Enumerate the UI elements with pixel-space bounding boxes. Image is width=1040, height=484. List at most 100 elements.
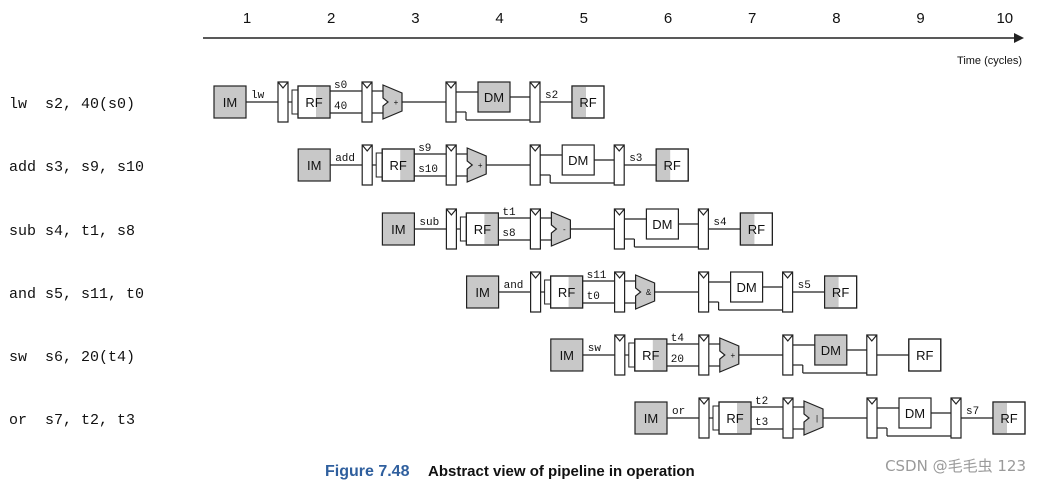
pipeline-register [782,334,794,376]
data-memory-label: DM [905,406,925,421]
register-file-read-outline [718,401,752,435]
source-register-1: t2 [755,396,768,408]
data-memory-block [477,81,511,113]
register-file-write-shade [656,149,671,181]
pipeline-register [698,334,710,376]
cycle-label: 10 [996,10,1013,27]
data-memory-block [898,397,932,429]
decode-label: or [672,406,685,418]
data-memory-label: DM [821,343,841,358]
source-register-1: s11 [587,270,607,282]
instruction-memory-label: IM [475,285,489,300]
instruction-memory-label: IM [560,348,574,363]
source-register-2: t3 [755,417,768,429]
register-file-read-shade [737,402,751,434]
pipeline-register [782,397,794,439]
instruction-memory-block [634,401,668,435]
register-file-label: RF [474,222,491,237]
register-file-read-outline [465,212,499,246]
register-file-read-shade [484,213,499,245]
pipeline-register [529,144,541,186]
data-memory-label: DM [736,280,756,295]
register-file-port [459,216,467,242]
register-file-write-shade [993,402,1007,434]
caption-text: Abstract view of pipeline in operation [428,463,695,480]
register-file-read-shade [568,276,583,308]
data-memory-label: DM [568,153,588,168]
register-file-write-label: RF [664,158,681,173]
alu-block [550,211,571,247]
cycle-label: 8 [832,10,840,27]
cycle-label: 1 [243,10,251,27]
alu-operation: + [478,161,483,170]
cycle-label: 4 [495,10,503,27]
pipeline-register [529,81,541,123]
data-memory-label: DM [652,217,672,232]
pipeline-register [361,81,373,123]
register-file-read-shade [400,149,415,181]
instruction-memory-label: IM [644,411,658,426]
register-file-write-outline [992,401,1026,435]
register-file-read-shade [316,86,330,118]
destination-register: s2 [545,90,558,102]
pipeline-register [950,397,962,439]
register-file-label: RF [726,411,743,426]
register-file-port [712,405,720,431]
cycle-label: 6 [664,10,672,27]
instruction-text: and s5, s11, t0 [9,286,144,303]
register-file-write-label: RF [1000,411,1017,426]
register-file-write-label: RF [916,348,933,363]
destination-register: s4 [713,217,727,229]
cycle-label: 2 [327,10,335,27]
register-file-write-outline [908,338,942,372]
instruction-text: lw s2, 40(s0) [9,96,135,113]
decode-label: and [504,280,524,292]
cycle-label: 5 [580,10,588,27]
instruction-memory-label: IM [223,95,237,110]
pipeline-register [698,271,710,313]
register-file-write-outline [571,85,605,119]
pipeline-register [361,144,373,186]
pipeline-register [866,397,878,439]
decode-label: sw [588,343,602,355]
register-file-port [291,89,299,115]
data-memory-block [645,208,679,240]
register-file-label: RF [305,95,322,110]
source-register-2: t0 [587,291,600,303]
pipeline-register [614,334,626,376]
alu-block [382,84,403,120]
register-file-read-outline [381,148,415,182]
data-memory-block [814,334,848,366]
pipeline-register [698,397,710,439]
register-file-label: RF [642,348,659,363]
register-file-port [375,152,383,178]
decode-label: add [335,153,355,165]
source-register-1: t1 [502,207,516,219]
data-memory-block [561,144,595,176]
figure-caption: Figure 7.48 Abstract view of pipeline in… [325,463,695,480]
cycle-label: 7 [748,10,756,27]
instruction-memory-label: IM [307,158,321,173]
register-file-write-outline [824,275,858,309]
register-file-port [628,342,636,368]
pipeline-register [782,271,794,313]
register-file-port [544,279,552,305]
register-file-write-shade [572,86,586,118]
decode-label: sub [419,217,439,229]
alu-operation: + [394,98,399,107]
instruction-text: or s7, t2, t3 [9,412,135,429]
pipeline-register [614,271,626,313]
data-memory-block [730,271,764,303]
alu-operation: + [730,351,735,360]
source-register-2: s8 [502,228,515,240]
register-file-label: RF [390,158,407,173]
pipeline-register [613,144,625,186]
source-register-2: 20 [671,354,684,366]
register-file-write-label: RF [579,95,596,110]
